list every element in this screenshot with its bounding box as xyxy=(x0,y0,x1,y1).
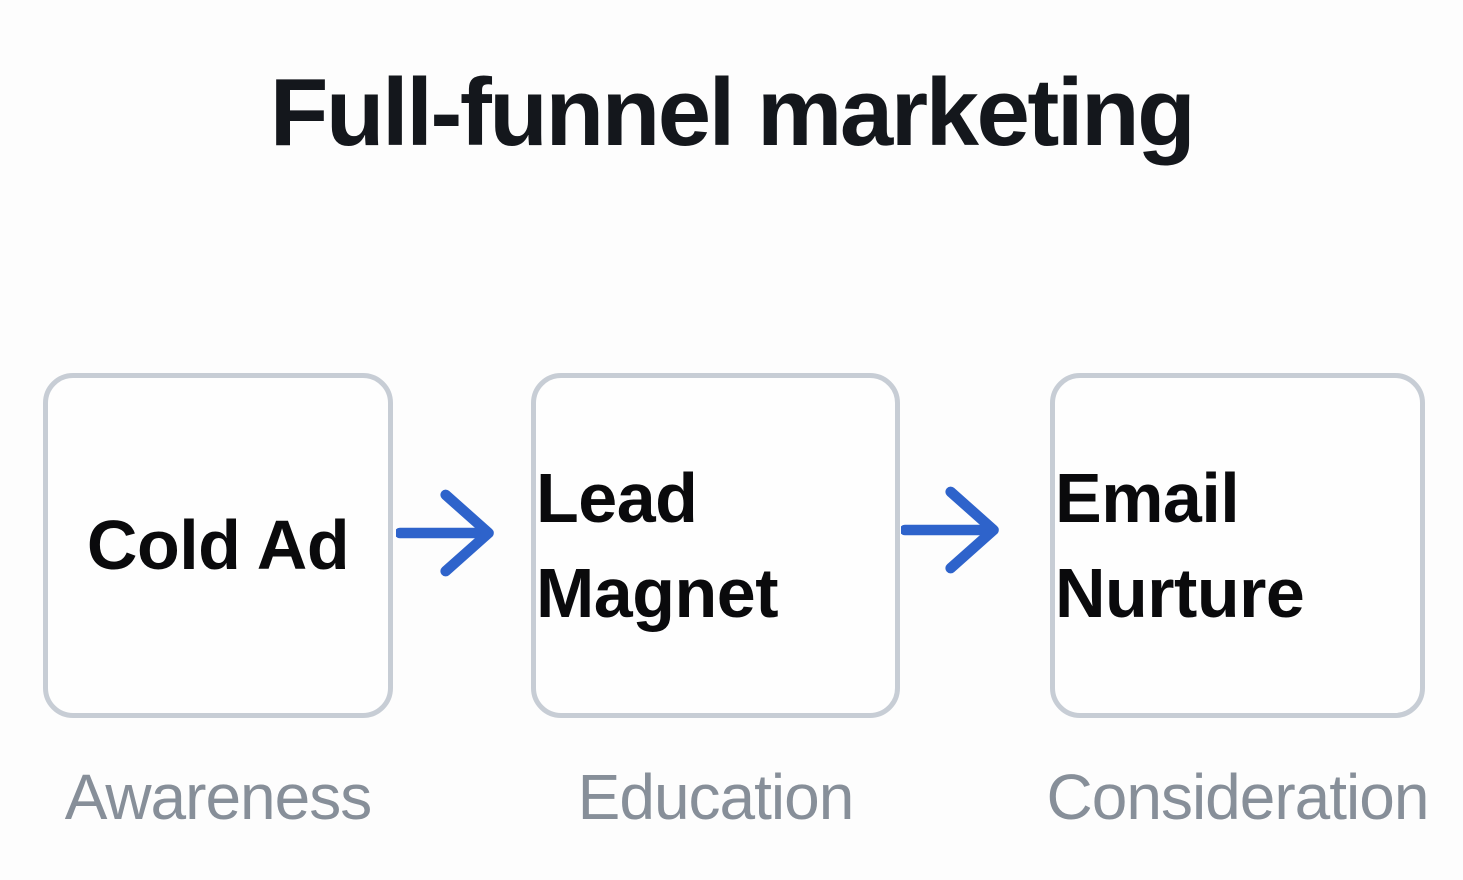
arrow-right-icon xyxy=(901,486,999,574)
flow-box-cold-ad: Cold Ad xyxy=(43,373,393,718)
arrow-right-icon xyxy=(396,489,494,577)
flow-box-label: Cold Ad xyxy=(86,506,350,585)
flow-box-email-nurture: Email Nurture xyxy=(1050,373,1425,718)
stage-label-education: Education xyxy=(577,761,855,833)
flow-box-lead-magnet: Lead Magnet xyxy=(531,373,900,718)
stage-label-awareness: Awareness xyxy=(64,761,372,833)
flow-box-label: Lead Magnet xyxy=(536,459,779,632)
page-title: Full-funnel marketing xyxy=(269,59,1196,166)
flow-box-label: Email Nurture xyxy=(1055,459,1305,632)
stage-label-consideration: Consideration xyxy=(1046,761,1430,833)
